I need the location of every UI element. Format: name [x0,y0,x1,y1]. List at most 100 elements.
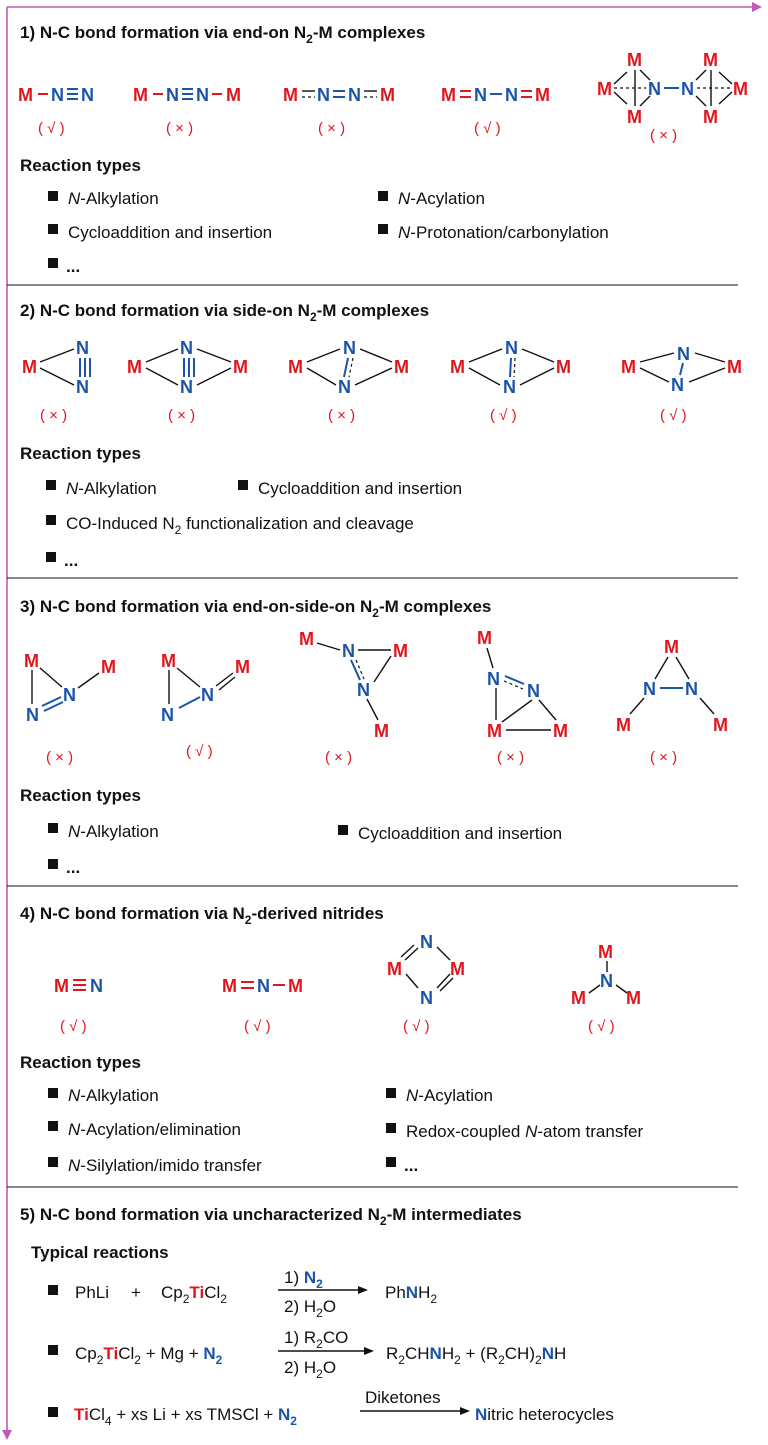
svg-text:N: N [180,377,193,397]
svg-text:M: M [441,85,456,105]
s4-structure-4: M N M M [571,942,641,1008]
s1-rt-4: N-Protonation/carbonylation [398,223,609,242]
s1-mark-3: ( × ) [318,120,345,137]
svg-text:M: M [664,637,679,657]
svg-text:N: N [196,85,209,105]
bullet-icon [48,823,58,833]
bullet-icon [48,1345,58,1355]
bullet-icon [386,1157,396,1167]
s3-mark-5: ( × ) [650,749,677,766]
svg-text:M: M [226,85,241,105]
svg-text:M: M [627,50,642,70]
s4-mark-4: ( √ ) [588,1018,615,1035]
s2-rt-3: CO-Induced N2 functionalization and clea… [66,514,414,537]
s1-ellipsis: ... [66,257,80,276]
svg-text:M: M [571,988,586,1008]
reaction-1: PhLi+Cp2TiCl2 1) N2 2) H2O PhNH2 [48,1268,437,1320]
s4-rt-1: N-Alkylation [68,1086,159,1105]
svg-text:N: N [474,85,487,105]
s2-structure-4: M N N M [450,338,571,397]
bullet-icon [48,859,58,869]
s2-mark-5: ( √ ) [660,407,687,424]
svg-text:N: N [26,705,39,725]
svg-text:M: M [394,357,409,377]
s2-structure-2: M N N M [127,338,248,397]
svg-text:M: M [487,721,502,741]
bullet-icon [238,480,248,490]
s3-mark-4: ( × ) [497,749,524,766]
s3-structure-1: M N N M [24,651,116,725]
svg-text:M: M [288,357,303,377]
svg-text:M: M [22,357,37,377]
reaction-2-products: R2CHNH2 + (R2CH)2NH [386,1344,566,1367]
svg-text:M: M [374,721,389,741]
s2-structure-3: M N N M [288,338,409,397]
svg-text:M: M [621,357,636,377]
s2-mark-3: ( × ) [328,407,355,424]
bullet-icon [378,224,388,234]
reaction-3-products: Nitric heterocycles [475,1405,614,1424]
reaction-2-condition-1: 1) R2CO [284,1328,348,1351]
svg-text:N: N [51,85,64,105]
bullet-icon [386,1088,396,1098]
svg-text:N: N [317,85,330,105]
bullet-icon [378,191,388,201]
bullet-icon [48,1121,58,1131]
s2-reaction-types-label: Reaction types [20,444,141,463]
svg-text:M: M [18,85,33,105]
s4-rt-5: N-Silylation/imido transfer [68,1156,262,1175]
svg-text:N: N [201,685,214,705]
svg-text:M: M [127,357,142,377]
s4-rt-4: Redox-coupled N-atom transfer [406,1122,644,1141]
s3-mark-2: ( √ ) [186,743,213,760]
svg-text:M: M [733,79,748,99]
svg-text:M: M [288,976,303,996]
svg-text:M: M [380,85,395,105]
svg-text:N: N [342,641,355,661]
s3-mark-1: ( × ) [46,749,73,766]
bullet-icon [48,258,58,268]
svg-text:N: N [161,705,174,725]
svg-text:M: M [299,629,314,649]
svg-text:M: M [235,657,250,677]
reaction-2-condition-2: 2) H2O [284,1358,336,1381]
svg-text:M: M [283,85,298,105]
svg-text:N: N [671,375,684,395]
svg-text:N: N [487,669,500,689]
svg-text:M: M [387,959,402,979]
bullet-icon [46,515,56,525]
svg-text:M: M [393,641,408,661]
section-5-title: 5) N-C bond formation via uncharacterize… [20,1205,522,1228]
svg-text:M: M [54,976,69,996]
svg-text:M: M [24,651,39,671]
s1-structure-3: M N N M [283,85,395,105]
svg-text:N: N [90,976,103,996]
svg-text:M: M [556,357,571,377]
bullet-icon [48,224,58,234]
reaction-3-reactants: TiCl4 + xs Li + xs TMSCl + N2 [74,1405,297,1428]
bullet-icon [48,1285,58,1295]
svg-text:M: M [553,721,568,741]
s1-structure-2: M N N M [133,85,241,105]
svg-text:N: N [505,338,518,358]
svg-text:N: N [503,377,516,397]
svg-text:M: M [713,715,728,735]
svg-text:N: N [257,976,270,996]
s4-mark-1: ( √ ) [60,1018,87,1035]
section-2-title: 2) N-C bond formation via side-on N2-M c… [20,301,429,324]
reaction-2-reactants: Cp2TiCl2 + Mg + N2 [75,1344,223,1367]
section-1-title: 1) N-C bond formation via end-on N2-M co… [20,23,425,46]
svg-text:N: N [681,79,694,99]
s1-structure-1: M N N [18,85,94,105]
s1-structure-5: M M M N N M M M [597,50,748,127]
svg-text:N: N [348,85,361,105]
bullet-icon [46,552,56,562]
s4-rt-2: N-Acylation [406,1086,493,1105]
svg-text:M: M [222,976,237,996]
svg-text:N: N [76,338,89,358]
svg-text:M: M [616,715,631,735]
svg-text:N: N [343,338,356,358]
s2-structure-1: M N N [22,338,91,397]
s3-structure-5: M N N M M [616,637,728,735]
reaction-3-condition-1: Diketones [365,1388,441,1407]
